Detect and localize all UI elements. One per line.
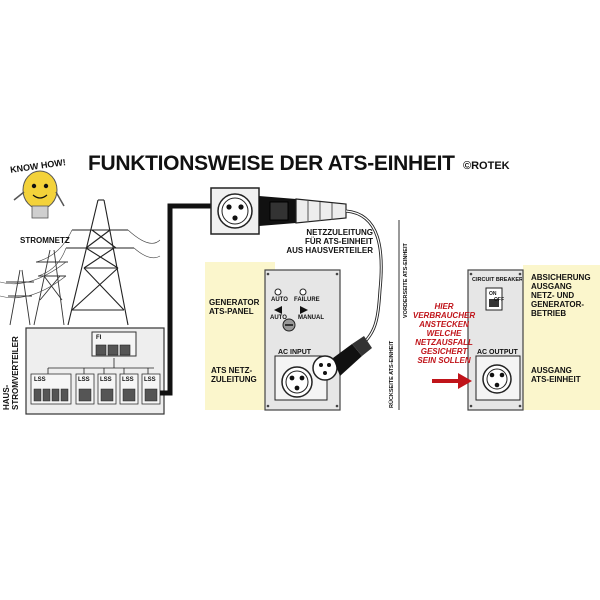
- netzzuleitung-label: NETZZULEITUNG FÜR ATS-EINHEIT AUS HAUSVE…: [286, 228, 373, 255]
- haus-stromverteiler-label: HAUS- STROMVERTEILER: [2, 336, 20, 410]
- ac-output-label: AC OUTPUT: [477, 349, 518, 356]
- off-label: OFF: [494, 297, 504, 303]
- failure-indicator-label: FAILURE: [294, 297, 320, 303]
- copyright-label: ©ROTEK: [463, 160, 510, 172]
- vorderseite-label: VORDERSEITE ATS-EINHEIT: [403, 243, 409, 318]
- bulb-mascot: [13, 170, 65, 219]
- ausgang-label: AUSGANG ATS-EINHEIT: [531, 366, 581, 384]
- absicherung-label: ABSICHERUNG AUSGANG NETZ- UND GENERATOR-…: [531, 273, 591, 318]
- input-connector: [312, 336, 372, 381]
- rueckseite-label: RÜCKSEITE ATS-EINHEIT: [389, 340, 395, 408]
- lss-label-1: LSS: [34, 377, 46, 383]
- lss-label-3: LSS: [100, 377, 112, 383]
- left-unit-panel: [205, 262, 275, 410]
- lss-label-5: LSS: [144, 377, 156, 383]
- generator-panel-label: GENERATOR ATS-PANEL: [209, 298, 260, 316]
- auto-indicator-label: AUTO: [271, 297, 288, 303]
- red-arrow: [432, 373, 472, 389]
- power-lines: [0, 229, 161, 299]
- page-title: FUNKTIONSWEISE DER ATS-EINHEIT: [88, 152, 455, 175]
- right-unit-panel: [523, 265, 600, 410]
- top-plug: [210, 187, 347, 235]
- stromnetz-label: STROMNETZ: [20, 236, 70, 245]
- manual-switch-label: MANUAL: [298, 315, 324, 321]
- ac-input-label: AC INPUT: [278, 349, 312, 356]
- hinweis-label: HIER VERBRAUCHER ANSTECKEN WELCHE NETZAU…: [412, 302, 476, 365]
- circuit-breaker-label: CIRCUIT BREAKER: [472, 277, 522, 283]
- pylon-large: [66, 199, 134, 326]
- on-label: ON: [489, 291, 497, 297]
- fi-label: FI: [96, 335, 102, 341]
- supply-cable: [160, 203, 212, 396]
- lss-label-2: LSS: [78, 377, 90, 383]
- ats-netz-label: ATS NETZ- ZULEITUNG: [211, 366, 257, 384]
- lss-label-4: LSS: [122, 377, 134, 383]
- auto-switch-label: AUTO: [270, 315, 287, 321]
